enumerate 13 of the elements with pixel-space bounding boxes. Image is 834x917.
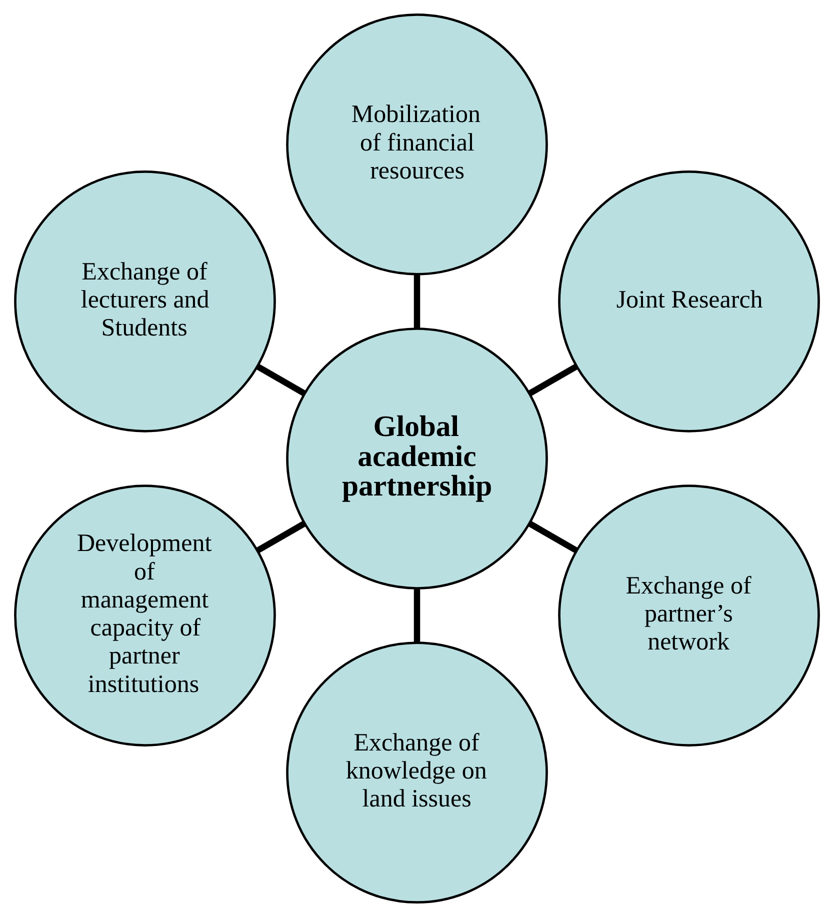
connector [256, 364, 306, 396]
connector [256, 520, 306, 554]
connector [414, 274, 420, 328]
node-circle: Joint Research [558, 170, 820, 432]
connector [528, 364, 578, 396]
connector [528, 520, 578, 554]
connector [414, 588, 420, 643]
node-circle: Development of management capacity of partner institutions [14, 484, 276, 746]
node-circle: Exchange of lecturers and Students [14, 170, 276, 432]
node-circle: Exchange of partner’s network [558, 484, 820, 746]
node-circle: Mobilization of financial resources [286, 14, 548, 276]
node-circle: Exchange of knowledge on land issues [286, 642, 548, 904]
node-circle: Global academic partnership [286, 328, 548, 590]
